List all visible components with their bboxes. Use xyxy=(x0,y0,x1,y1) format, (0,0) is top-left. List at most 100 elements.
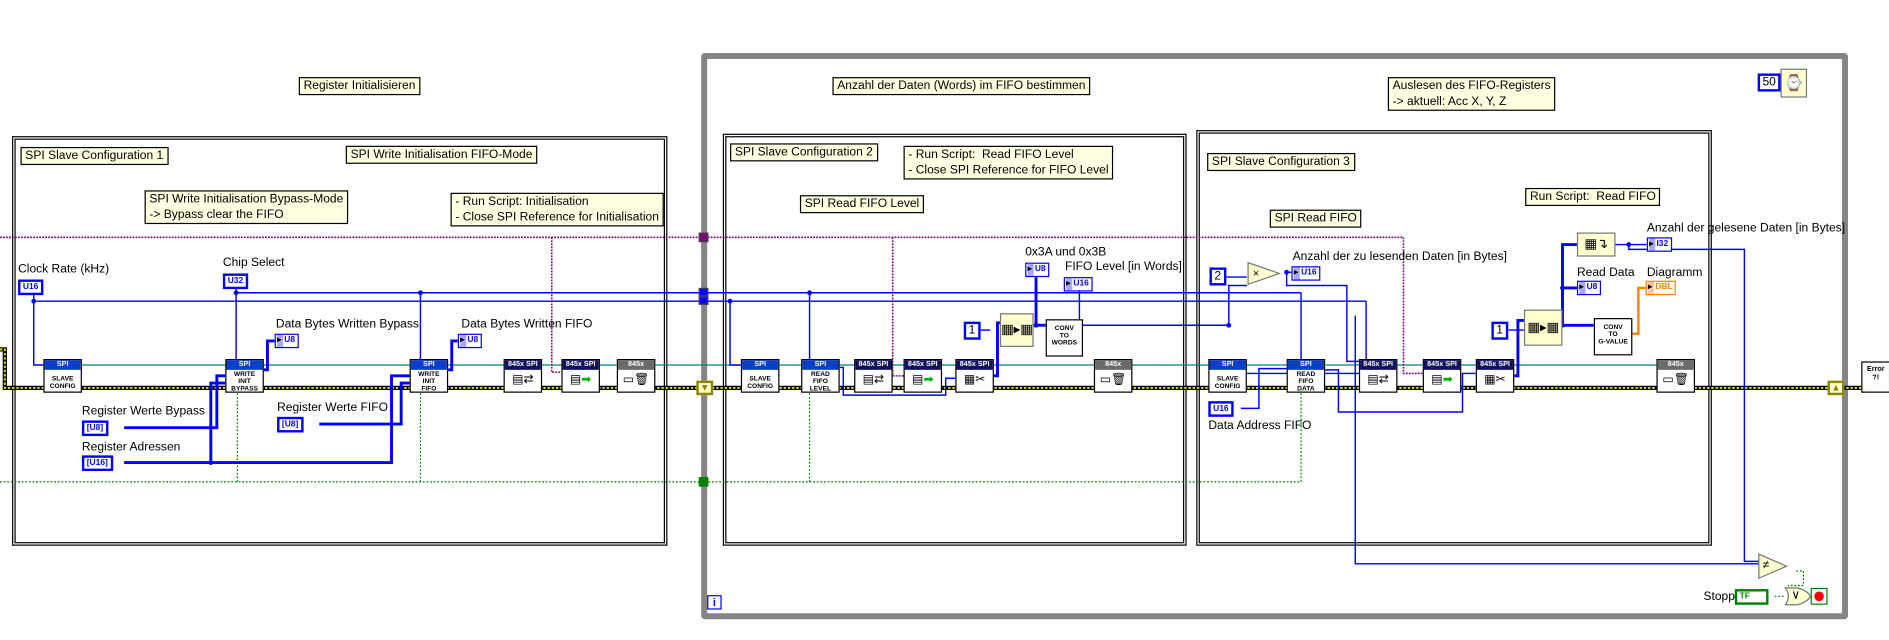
spi845x-run-script-1[interactable]: 845x SPI▤➡ xyxy=(561,359,600,393)
comment-slave-config-3: SPI Slave Configuration 3 xyxy=(1207,152,1355,172)
multiplier-constant[interactable]: 2 xyxy=(1209,267,1226,286)
chip-select-control[interactable]: U32 xyxy=(222,273,248,290)
scissors-icon: ▦✂ xyxy=(1484,373,1506,387)
script-ref-drop-2 xyxy=(891,237,904,377)
clock-rate-label: Clock Rate (kHz) xyxy=(18,262,110,276)
or-symbol: ∨ xyxy=(1791,589,1801,603)
spi845x-create-script-3[interactable]: 845x SPI▤⇄ xyxy=(1358,359,1398,393)
reg-3a-3b-indicator: ▸U8 xyxy=(1025,262,1050,278)
index-constant-2[interactable]: 1 xyxy=(1491,321,1508,340)
register-values-fifo-control[interactable]: [U8] xyxy=(277,416,304,433)
chip-select-tunnel xyxy=(698,287,709,297)
fifo-level-indicator: ▸U16 xyxy=(1063,277,1093,292)
run-script-icon: ▤➡ xyxy=(569,373,592,387)
run-script-icon: ▤➡ xyxy=(1431,373,1453,387)
script-ref-wire xyxy=(0,236,1423,375)
comment-run-script-fifo-level: - Run Script: Read FIFO Level - Close SP… xyxy=(903,145,1114,180)
spi845x-close-1[interactable]: 845x▭🗑 xyxy=(616,359,656,393)
bytes-to-read-indicator: ▸U16 xyxy=(1291,266,1321,281)
spi845x-create-script-2[interactable]: 845x SPI▤⇄ xyxy=(854,359,893,393)
clock-rate-wire xyxy=(33,289,44,366)
array-subset-node-2[interactable]: ▦▸▦ xyxy=(1523,309,1563,346)
reg-3a-3b-label: 0x3A und 0x3B xyxy=(1025,245,1107,260)
index-constant-1[interactable]: 1 xyxy=(963,321,981,340)
close-reference-icon: ▭🗑 xyxy=(1662,373,1690,387)
comment-write-init-fifo-mode: SPI Write Initialisation FIFO-Mode xyxy=(345,145,538,164)
conv-to-g-value-subvi[interactable]: CONV TO G-VALUE xyxy=(1593,318,1633,356)
shift-register-left[interactable]: ▼ xyxy=(696,380,714,396)
close-reference-icon: ▭🗑 xyxy=(1099,373,1127,387)
comment-run-script-read-fifo: Run Script: Read FIFO xyxy=(1525,187,1661,207)
read-data-label: Read Data xyxy=(1576,266,1635,280)
spi845x-extract-data-3[interactable]: 845x SPI▦✂ xyxy=(1475,359,1515,393)
wait-ms-constant[interactable]: 50 xyxy=(1757,73,1781,92)
bytes-written-fifo-indicator: ▸U8 xyxy=(457,333,482,349)
bytes-read-label: Anzahl der gelesene Daten [in Bytes] xyxy=(1646,221,1846,235)
bool-tunnel xyxy=(698,477,709,487)
sequence-frame-1[interactable] xyxy=(12,136,668,546)
stop-terminal[interactable] xyxy=(1810,587,1828,605)
bool-wire xyxy=(0,392,1302,483)
comment-run-script-init: - Run Script: Initialisation - Close SPI… xyxy=(450,192,664,227)
run-script-icon: ▤➡ xyxy=(912,373,934,387)
script-ref-drop-1 xyxy=(550,237,562,374)
while-loop[interactable] xyxy=(701,53,1849,620)
spi845x-extract-data-2[interactable]: 845x SPI▦✂ xyxy=(955,359,994,393)
spi845x-run-script-2[interactable]: 845x SPI▤➡ xyxy=(903,359,943,393)
register-addresses-control[interactable]: [U16] xyxy=(81,455,113,472)
comment-fifo-count: Anzahl der Daten (Words) im FIFO bestimm… xyxy=(832,77,1091,96)
spi845x-run-script-3[interactable]: 845x SPI▤➡ xyxy=(1422,359,1462,393)
multiply-symbol: × xyxy=(1252,267,1260,280)
conv-to-words-subvi[interactable]: CONV TO WORDS xyxy=(1045,319,1084,357)
chip-select-label: Chip Select xyxy=(222,256,285,270)
wait-clock-icon[interactable]: ⌚ xyxy=(1780,68,1808,98)
sequence-frame-3[interactable] xyxy=(1196,130,1712,546)
clock-rate-control[interactable]: U16 xyxy=(18,279,44,296)
close-reference-icon: ▭🗑 xyxy=(622,373,650,387)
script-transfer-icon: ▤⇄ xyxy=(862,373,885,387)
data-address-fifo-label: Data Address FIFO xyxy=(1208,419,1312,433)
stop-control[interactable]: TF xyxy=(1734,589,1769,605)
sequence-frame-2[interactable] xyxy=(722,133,1187,546)
array-size-node[interactable]: ▦↴ xyxy=(1576,232,1616,257)
diagram-indicator: ▸DBL xyxy=(1645,280,1677,296)
register-values-fifo-label: Register Werte FIFO xyxy=(277,401,388,415)
script-ref-tunnel xyxy=(698,232,709,243)
bytes-to-read-label: Anzahl der zu lesenden Daten [in Bytes] xyxy=(1292,250,1507,264)
not-equal-symbol: ≠ xyxy=(1762,558,1770,573)
read-data-indicator: ▸U8 xyxy=(1576,280,1601,296)
shift-register-right[interactable]: ▲ xyxy=(1827,380,1845,396)
loop-iteration-terminal: i xyxy=(707,595,722,610)
comment-slave-config-1: SPI Slave Configuration 1 xyxy=(20,146,169,166)
comment-write-init-bypass: SPI Write Initialisation Bypass-Mode -> … xyxy=(144,190,349,225)
script-transfer-icon: ▤⇄ xyxy=(512,373,534,387)
spi845x-close-3[interactable]: 845x▭🗑 xyxy=(1656,359,1696,393)
diagram-label: Diagramm xyxy=(1646,266,1703,280)
clock-rate-tunnel xyxy=(698,296,709,305)
register-addresses-label: Register Adressen xyxy=(81,440,181,455)
script-transfer-icon: ▤⇄ xyxy=(1367,373,1389,387)
comment-register-init: Register Initialisieren xyxy=(298,77,421,96)
comment-slave-config-2: SPI Slave Configuration 2 xyxy=(730,143,878,162)
comment-read-fifo: SPI Read FIFO xyxy=(1269,209,1362,228)
array-subset-node-1[interactable]: ▦▸▦ xyxy=(999,313,1034,347)
comment-read-fifo-register: Auslesen des FIFO-Registers -> aktuell: … xyxy=(1387,77,1556,111)
register-values-bypass-label: Register Werte Bypass xyxy=(81,404,205,419)
error-handler-subvi[interactable]: Error ?! xyxy=(1861,361,1889,393)
scissors-icon: ▦✂ xyxy=(963,373,986,387)
spi845x-close-2[interactable]: 845x▭🗑 xyxy=(1093,359,1133,393)
dbl-wire xyxy=(1632,286,1646,335)
comment-read-fifo-level: SPI Read FIFO Level xyxy=(799,195,925,214)
fifo-level-label: FIFO Level [in Words] xyxy=(1064,260,1182,274)
register-values-bypass-control[interactable]: [U8] xyxy=(81,420,108,437)
data-address-fifo-control[interactable]: U16 xyxy=(1208,401,1234,417)
spi845x-create-script-1[interactable]: 845x SPI▤⇄ xyxy=(503,359,543,393)
